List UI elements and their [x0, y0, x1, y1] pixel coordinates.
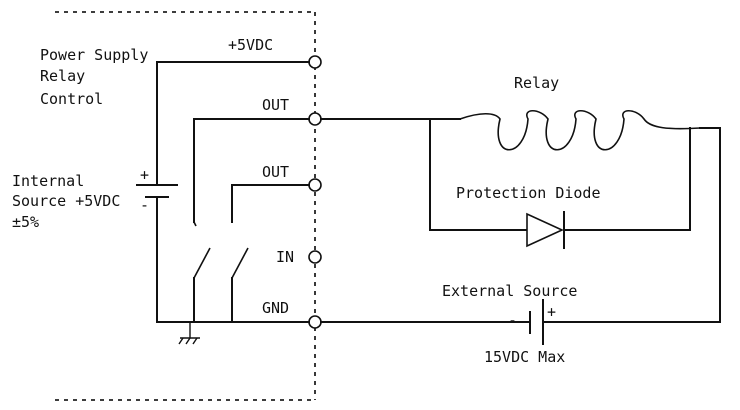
ext-minus-sign: - [508, 311, 517, 329]
protection-diode-label: Protection Diode [456, 184, 601, 202]
power-supply-enclosure [55, 11, 316, 401]
labels: Power Supply Relay Control +5VDC OUT OUT… [12, 36, 601, 366]
terminal-gnd [308, 315, 322, 329]
internal-wiring [136, 61, 310, 345]
switch-1-blade [193, 247, 211, 279]
ground-icon [178, 322, 200, 345]
out2-label: OUT [262, 163, 289, 181]
relay-label-left: Relay [40, 67, 85, 85]
plus5vdc-label: +5VDC [228, 36, 273, 54]
terminal-out1 [308, 112, 322, 126]
tolerance-label: ±5% [12, 213, 39, 231]
external-source-label: External Source [442, 282, 577, 300]
terminal-in [308, 250, 322, 264]
out1-label: OUT [262, 96, 289, 114]
internal-label: Internal [12, 172, 84, 190]
battery-plus-sign: + [140, 166, 149, 184]
power-supply-label: Power Supply [40, 46, 148, 64]
control-label: Control [40, 90, 103, 108]
terminal-plus5vdc [308, 55, 322, 69]
external-circuit [320, 109, 721, 345]
terminal-out2 [308, 178, 322, 192]
source-label: Source +5VDC [12, 192, 120, 210]
switch-2-blade [231, 247, 249, 279]
ext-plus-sign: + [547, 303, 556, 321]
gnd-label: GND [262, 299, 289, 317]
relay-title: Relay [514, 74, 559, 92]
max-voltage-label: 15VDC Max [484, 348, 565, 366]
in-label: IN [276, 248, 294, 266]
battery-minus-sign: - [140, 196, 149, 214]
protection-diode-icon [526, 212, 564, 248]
terminals [308, 55, 322, 329]
relay-coil [459, 109, 701, 151]
